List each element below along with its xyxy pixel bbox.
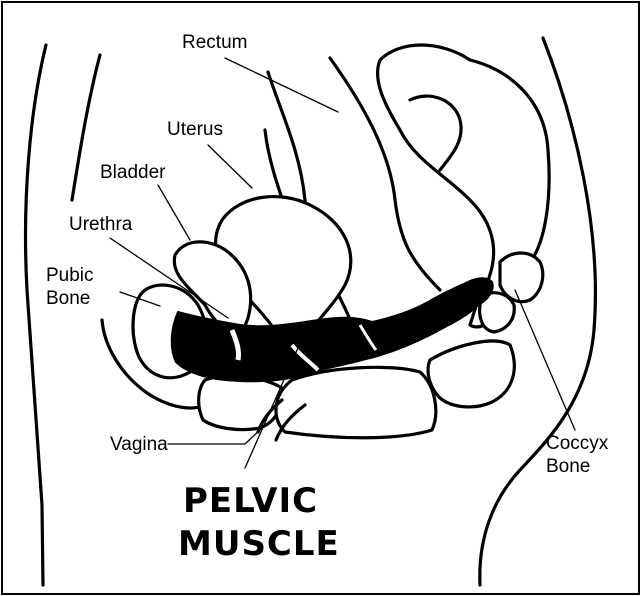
label-pelvic-muscle-line2: MUSCLE	[178, 524, 340, 564]
lower-bone-right	[428, 341, 514, 407]
lower-bone-middle	[276, 367, 436, 437]
label-bladder: Bladder	[100, 162, 166, 183]
label-coccyx-line2: Bone	[546, 456, 590, 477]
label-pelvic-muscle-line1: PELVIC	[183, 481, 318, 521]
label-vagina: Vagina	[110, 434, 168, 455]
label-pubic-bone-line1: Pubic	[46, 265, 94, 286]
body-outline-front	[26, 45, 46, 585]
label-urethra: Urethra	[69, 214, 133, 235]
coccyx-leader-line	[515, 290, 575, 430]
rectum-leader-line	[225, 58, 338, 112]
body-outline-front-inner	[72, 55, 100, 200]
lower-bone-left	[199, 376, 283, 430]
bladder-leader-line	[158, 185, 190, 240]
label-pubic-bone-line2: Bone	[46, 288, 90, 309]
uterus-leader-line	[208, 145, 252, 188]
label-coccyx-line1: Coccyx	[546, 433, 609, 454]
label-rectum: Rectum	[182, 32, 247, 53]
label-uterus: Uterus	[167, 119, 223, 140]
